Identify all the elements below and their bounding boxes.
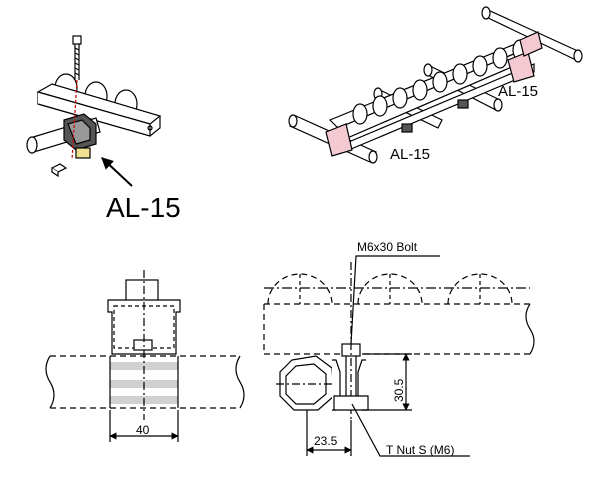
label-t-nut: T Nut S (M6) (386, 443, 455, 457)
section-view-left (45, 270, 245, 442)
iso-assembly-left (26, 35, 162, 178)
front-view-right (263, 255, 535, 457)
label-bolt: M6x30 Bolt (357, 240, 418, 254)
dimension-height: 30.5 (392, 378, 406, 402)
pointer-arrow (101, 157, 133, 187)
label-al15-left: AL-15 (106, 192, 181, 223)
t-nut-icon (50, 163, 68, 178)
al15-bracket (63, 113, 97, 151)
channel-frame (36, 83, 162, 137)
pink-brackets (325, 31, 543, 157)
dimension-offset: 23.5 (314, 434, 338, 448)
label-al15-right-top: AL-15 (498, 83, 539, 100)
dimension-width: 40 (136, 423, 150, 437)
bolt-icon (72, 35, 82, 80)
iso-conveyor-right (288, 6, 583, 164)
label-al15-right-bottom: AL-15 (390, 146, 431, 163)
